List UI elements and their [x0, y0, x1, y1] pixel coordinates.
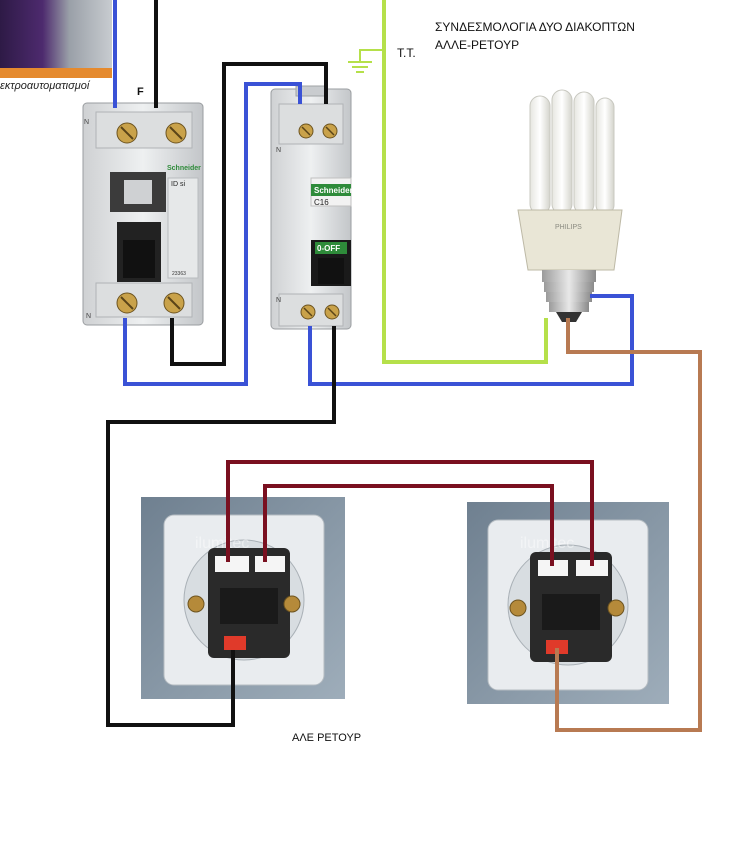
logo-orange-bar	[0, 68, 112, 78]
lamp-brand: PHILIPS	[555, 224, 582, 231]
switch-2	[467, 502, 669, 704]
mcb-status-band	[315, 242, 347, 254]
traveller-wire-inner	[263, 484, 554, 566]
lamp	[517, 89, 623, 322]
diagram-title-line2: ΑΛΛΕ-ΡΕΤΟΥΡ	[435, 38, 520, 52]
switch-1	[141, 497, 345, 699]
diagram-title-line1: ΣΥΝΔΕΣΜΟΛΟΓΙΑ ΔΥΟ ΔΙΑΚΟΠΤΩΝ	[435, 20, 635, 34]
mcb-brand-band	[311, 184, 351, 196]
ground-symbol	[348, 49, 384, 73]
mcb-brand: Schneider	[314, 186, 353, 195]
rcd-brand: Schneider	[167, 165, 201, 172]
switch-1-watermark: ilumitec	[195, 535, 249, 552]
earth-wire	[382, 0, 548, 364]
mcb-rating: C16	[314, 198, 329, 207]
wires	[106, 0, 702, 732]
logo-text: εκτροαυτοματισμοί	[0, 80, 90, 92]
traveller-wire-outer	[226, 460, 594, 566]
neutral-lamp-wire	[308, 294, 634, 386]
mcb-status: 0-OFF	[317, 244, 340, 253]
switch-caption: ΑΛΕ ΡΕΤΟΥΡ	[292, 732, 362, 744]
company-logo: εκτροαυτοματισμοί	[0, 0, 112, 102]
rcd-terminal-bottom: N	[86, 313, 91, 320]
phase-rcd-mcb-wire	[170, 62, 328, 366]
rcd-model: ID si	[171, 181, 185, 188]
mcb-device	[270, 85, 352, 330]
neutral-rcd-mcb-wire	[123, 82, 302, 386]
mcb-terminal-bottom: N	[276, 297, 281, 304]
rcd-code: 23363	[172, 271, 186, 277]
rcd-terminal-top: N	[84, 119, 89, 126]
feed-label: F	[137, 86, 144, 98]
rcd-device	[82, 102, 204, 326]
logo-image	[0, 0, 112, 68]
phase-switch-wire	[106, 326, 336, 727]
switch-2-watermark: ilumitec	[520, 535, 574, 552]
ground-label: T.T.	[397, 46, 416, 60]
switched-live-wire	[555, 318, 702, 732]
mcb-terminal-top: N	[276, 147, 281, 154]
